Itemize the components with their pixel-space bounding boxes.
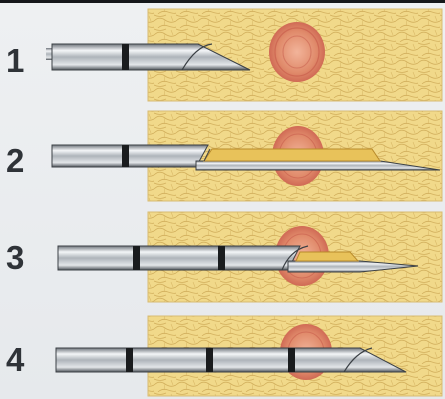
step-number-1: 1 [6, 44, 36, 77]
needle-step-4 [56, 348, 406, 372]
step-number-4: 4 [6, 343, 36, 376]
step-number-3: 3 [6, 241, 36, 274]
lesion-step-1 [269, 22, 325, 82]
step-number-2: 2 [6, 144, 36, 177]
